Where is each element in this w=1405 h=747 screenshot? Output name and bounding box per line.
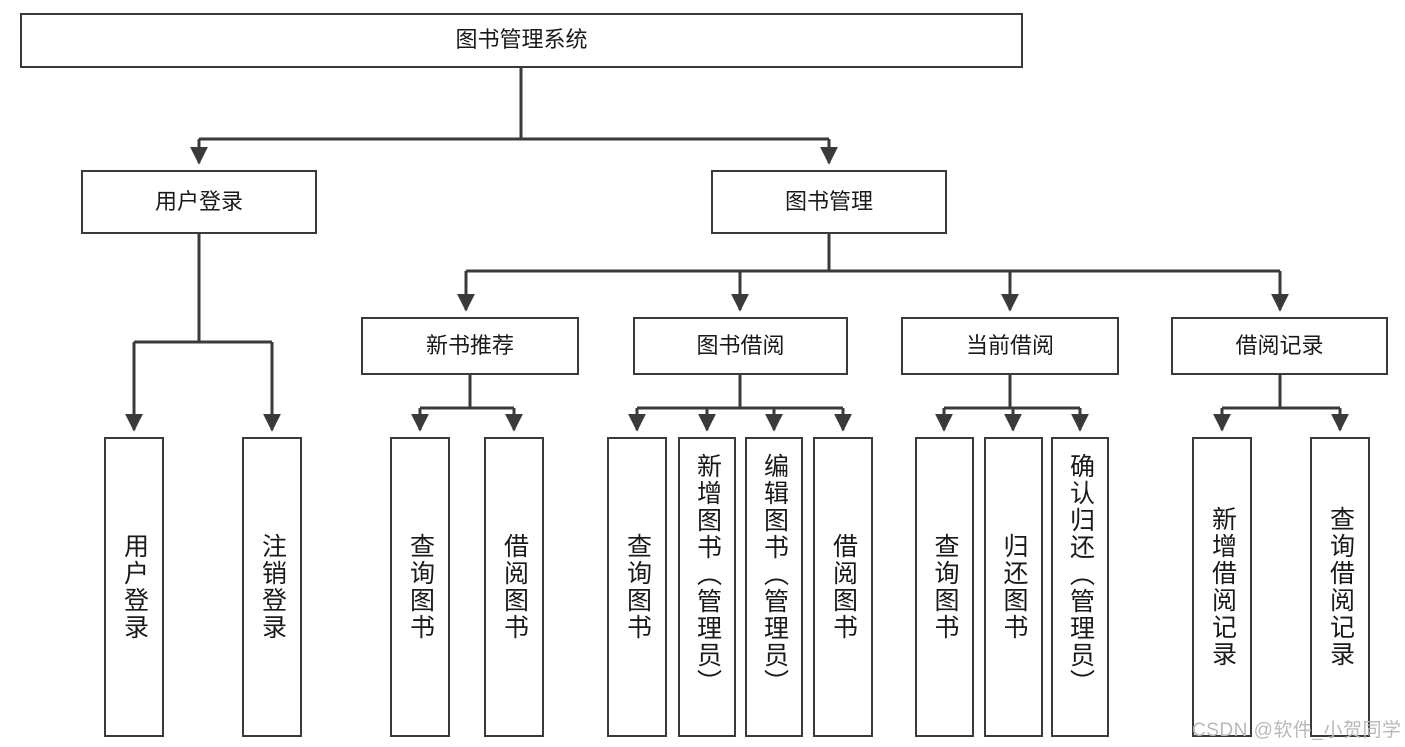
node-book-borrow[interactable]: 图书借阅	[633, 317, 848, 375]
node-user-login-label: 用户登录	[154, 188, 243, 214]
node-leaf-edit-book[interactable]: 编辑图书（管理员）	[745, 437, 803, 737]
node-new-book-rec-label: 新书推荐	[425, 332, 514, 358]
node-leaf-user-login[interactable]: 用户登录	[104, 437, 164, 737]
node-leaf-query-book-2[interactable]: 查询图书	[607, 437, 667, 737]
node-leaf-borrow-book-1[interactable]: 借阅图书	[484, 437, 544, 737]
node-leaf-confirm-return-label: 确认归还（管理员）	[1066, 453, 1095, 696]
node-leaf-borrow-book-2-label: 借阅图书	[829, 533, 858, 641]
node-leaf-query-book-1[interactable]: 查询图书	[390, 437, 450, 737]
node-leaf-query-book-2-label: 查询图书	[623, 533, 652, 641]
node-leaf-borrow-book-1-label: 借阅图书	[500, 533, 529, 641]
node-user-login[interactable]: 用户登录	[81, 170, 317, 234]
node-leaf-add-book-label: 新增图书（管理员）	[693, 453, 722, 696]
node-leaf-add-record[interactable]: 新增借阅记录	[1192, 437, 1252, 737]
node-current-borrow[interactable]: 当前借阅	[901, 317, 1119, 375]
node-leaf-query-record-label: 查询借阅记录	[1326, 506, 1355, 668]
node-leaf-query-book-3-label: 查询图书	[931, 533, 959, 641]
node-book-manage[interactable]: 图书管理	[711, 170, 947, 234]
node-leaf-return-book-label: 归还图书	[1000, 533, 1028, 641]
node-leaf-user-login-label: 用户登录	[120, 533, 149, 641]
node-current-borrow-label: 当前借阅	[965, 332, 1054, 358]
node-borrow-record-label: 借阅记录	[1235, 332, 1324, 358]
node-book-manage-label: 图书管理	[784, 188, 873, 214]
node-root-label: 图书管理系统	[455, 27, 588, 53]
node-leaf-add-book[interactable]: 新增图书（管理员）	[678, 437, 736, 737]
node-root[interactable]: 图书管理系统	[20, 13, 1023, 68]
node-leaf-logout-label: 注销登录	[258, 533, 287, 641]
node-leaf-confirm-return[interactable]: 确认归还（管理员）	[1051, 437, 1109, 737]
node-leaf-query-record[interactable]: 查询借阅记录	[1310, 437, 1370, 737]
node-book-borrow-label: 图书借阅	[696, 332, 785, 358]
node-new-book-rec[interactable]: 新书推荐	[361, 317, 579, 375]
node-leaf-add-record-label: 新增借阅记录	[1208, 506, 1237, 668]
node-borrow-record[interactable]: 借阅记录	[1171, 317, 1388, 375]
csdn-watermark: CSDN @软件_小贺同学	[1192, 720, 1402, 741]
node-leaf-borrow-book-2[interactable]: 借阅图书	[813, 437, 873, 737]
node-leaf-return-book[interactable]: 归还图书	[984, 437, 1043, 737]
node-leaf-logout[interactable]: 注销登录	[242, 437, 302, 737]
node-leaf-query-book-3[interactable]: 查询图书	[915, 437, 974, 737]
node-leaf-query-book-1-label: 查询图书	[406, 533, 435, 641]
node-leaf-edit-book-label: 编辑图书（管理员）	[760, 453, 789, 696]
